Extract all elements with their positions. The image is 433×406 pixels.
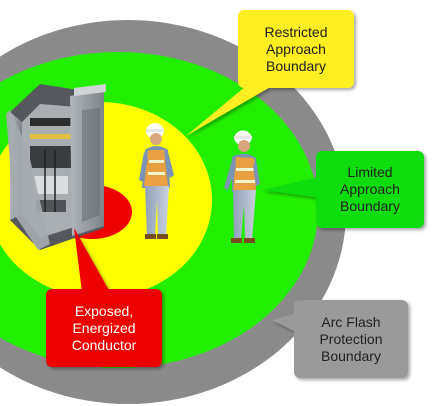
electrical-cabinet — [6, 84, 106, 250]
worker-far — [224, 130, 260, 243]
callout-restricted — [186, 10, 354, 136]
limited-approach-label: Limited Approach Boundary — [340, 164, 400, 214]
worker-near — [139, 123, 174, 239]
callout-exposed — [46, 228, 162, 367]
callout-arc-flash — [272, 300, 408, 378]
exposed-conductor-label: Exposed, Energized Conductor — [71, 302, 137, 353]
arc-flash-label: Arc Flash Protection Boundary — [319, 313, 383, 364]
callout-limited — [262, 151, 424, 228]
restricted-approach-label: Restricted Approach Boundary — [264, 23, 328, 74]
